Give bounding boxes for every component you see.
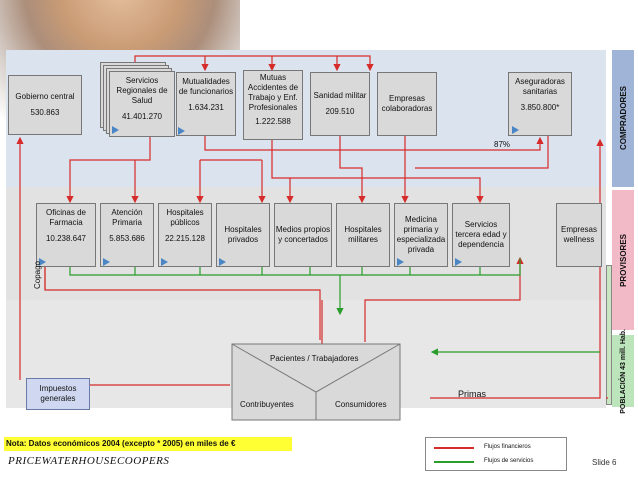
provider-name: Oficinas de Farmacia <box>45 208 87 227</box>
buyer-name: Sanidad militar <box>313 91 367 100</box>
buyer-mutualidades: Mutualidades de funcionarios 1.634.231 <box>176 72 236 136</box>
primas-label: Primas <box>458 389 487 399</box>
provider-medios-propios: Medios propios y concertados <box>274 203 332 267</box>
buyer-name: Mutualidades de funcionarios <box>178 77 234 96</box>
buyer-value: 1.222.588 <box>255 117 291 126</box>
buyer-value: 530.863 <box>30 108 60 117</box>
provider-value: 22.215.128 <box>164 234 206 243</box>
impuestos-generales-box: Impuestos generales <box>26 378 90 410</box>
provider-name: Hospitales militares <box>344 225 382 244</box>
provider-atencion-primaria: Atención Primaria 5.853.686 <box>100 203 154 267</box>
buyer-sanidad-militar: Sanidad militar 209.510 <box>310 72 370 136</box>
provider-farmacia: Oficinas de Farmacia 10.238.647 <box>36 203 96 267</box>
buyer-value: 1.634.231 <box>188 103 224 112</box>
footnote: Nota: Datos económicos 2004 (excepto * 2… <box>4 437 292 451</box>
copago-label-wrap: Copago <box>30 255 44 295</box>
buyer-name: Gobierno central <box>15 92 75 101</box>
provider-name: Hospitales públicos <box>166 208 204 227</box>
legend-services-label: Flujos de servicios <box>484 458 534 464</box>
play-icon[interactable] <box>455 258 462 266</box>
provider-hospitales-militares: Hospitales militares <box>336 203 390 267</box>
footnote-text: Nota: Datos económicos 2004 (excepto * 2… <box>6 439 236 448</box>
buyer-value: 41.401.270 <box>121 112 163 121</box>
provider-name: Empresas wellness <box>560 225 597 244</box>
buyer-empresas-colaboradoras: Empresas colaboradoras <box>377 72 437 136</box>
percentage-label: 87% <box>494 140 511 149</box>
provider-value: 5.853.686 <box>109 234 145 243</box>
population-consumidores: Consumidores <box>335 400 387 409</box>
buyer-gobierno-central: Gobierno central 530.863 <box>8 75 82 135</box>
brand-logo: PRICEWATERHOUSECOOPERS <box>8 455 169 467</box>
buyer-value: 3.850.800* <box>520 103 560 112</box>
buyer-name: Servicios Regionales de Salud <box>116 76 168 105</box>
provider-name: Medicina primaria y especializada privad… <box>396 215 446 254</box>
play-icon[interactable] <box>178 127 185 135</box>
provider-name: Hospitales privados <box>224 225 262 244</box>
play-icon[interactable] <box>397 258 404 266</box>
play-icon[interactable] <box>512 126 519 134</box>
provider-wellness: Empresas wellness <box>556 203 602 267</box>
provider-hospitales-privados: Hospitales privados <box>216 203 270 267</box>
provider-name: Atención Primaria <box>111 208 143 227</box>
buyer-mutuas: Mutuas Accidentes de Trabajo y Enf. Prof… <box>243 70 303 140</box>
green-side-bar <box>606 265 612 405</box>
provider-name: Servicios tercera edad y dependencia <box>455 220 507 249</box>
provider-tercera-edad: Servicios tercera edad y dependencia <box>452 203 510 267</box>
sidebar-compradores: COMPRADORES <box>612 50 634 187</box>
brand-text: PRICEWATERHOUSECOOPERS <box>8 455 170 467</box>
sidebar-poblacion: POBLACIÓN 43 mill. Hab. <box>612 329 634 413</box>
provider-hospitales-publicos: Hospitales públicos 22.215.128 <box>158 203 212 267</box>
buyer-name: Empresas colaboradoras <box>381 94 433 113</box>
buyer-name: Mutuas Accidentes de Trabajo y Enf. Prof… <box>247 73 299 112</box>
provider-name: Medios propios y concertados <box>275 225 331 244</box>
legend-financial-line <box>434 447 474 449</box>
population-contribuyentes: Contribuyentes <box>240 400 294 409</box>
play-icon[interactable] <box>112 126 119 134</box>
provider-medicina-privada: Medicina primaria y especializada privad… <box>394 203 448 267</box>
buyer-name: Aseguradoras sanitarias <box>515 77 565 96</box>
sidebar-provisores: PROVISORES <box>612 190 634 330</box>
provider-value: 10.238.647 <box>45 234 87 243</box>
impuestos-label: Impuestos generales <box>39 384 77 403</box>
buyer-aseguradoras: Aseguradoras sanitarias 3.850.800* <box>508 72 572 136</box>
play-icon[interactable] <box>219 258 226 266</box>
buyer-servicios-regionales: Servicios Regionales de Salud 41.401.270 <box>109 71 175 137</box>
legend-financial-label: Flujos financieros <box>484 444 531 450</box>
play-icon[interactable] <box>161 258 168 266</box>
legend-services-line <box>434 461 474 463</box>
play-icon[interactable] <box>39 258 46 266</box>
population-title: Pacientes / Trabajadores <box>270 354 359 363</box>
copago-label: Copago <box>32 260 42 290</box>
legend: Flujos financieros Flujos de servicios <box>425 437 567 471</box>
play-icon[interactable] <box>103 258 110 266</box>
buyer-value: 209.510 <box>325 107 355 116</box>
slide-number: Slide 6 <box>592 458 617 467</box>
